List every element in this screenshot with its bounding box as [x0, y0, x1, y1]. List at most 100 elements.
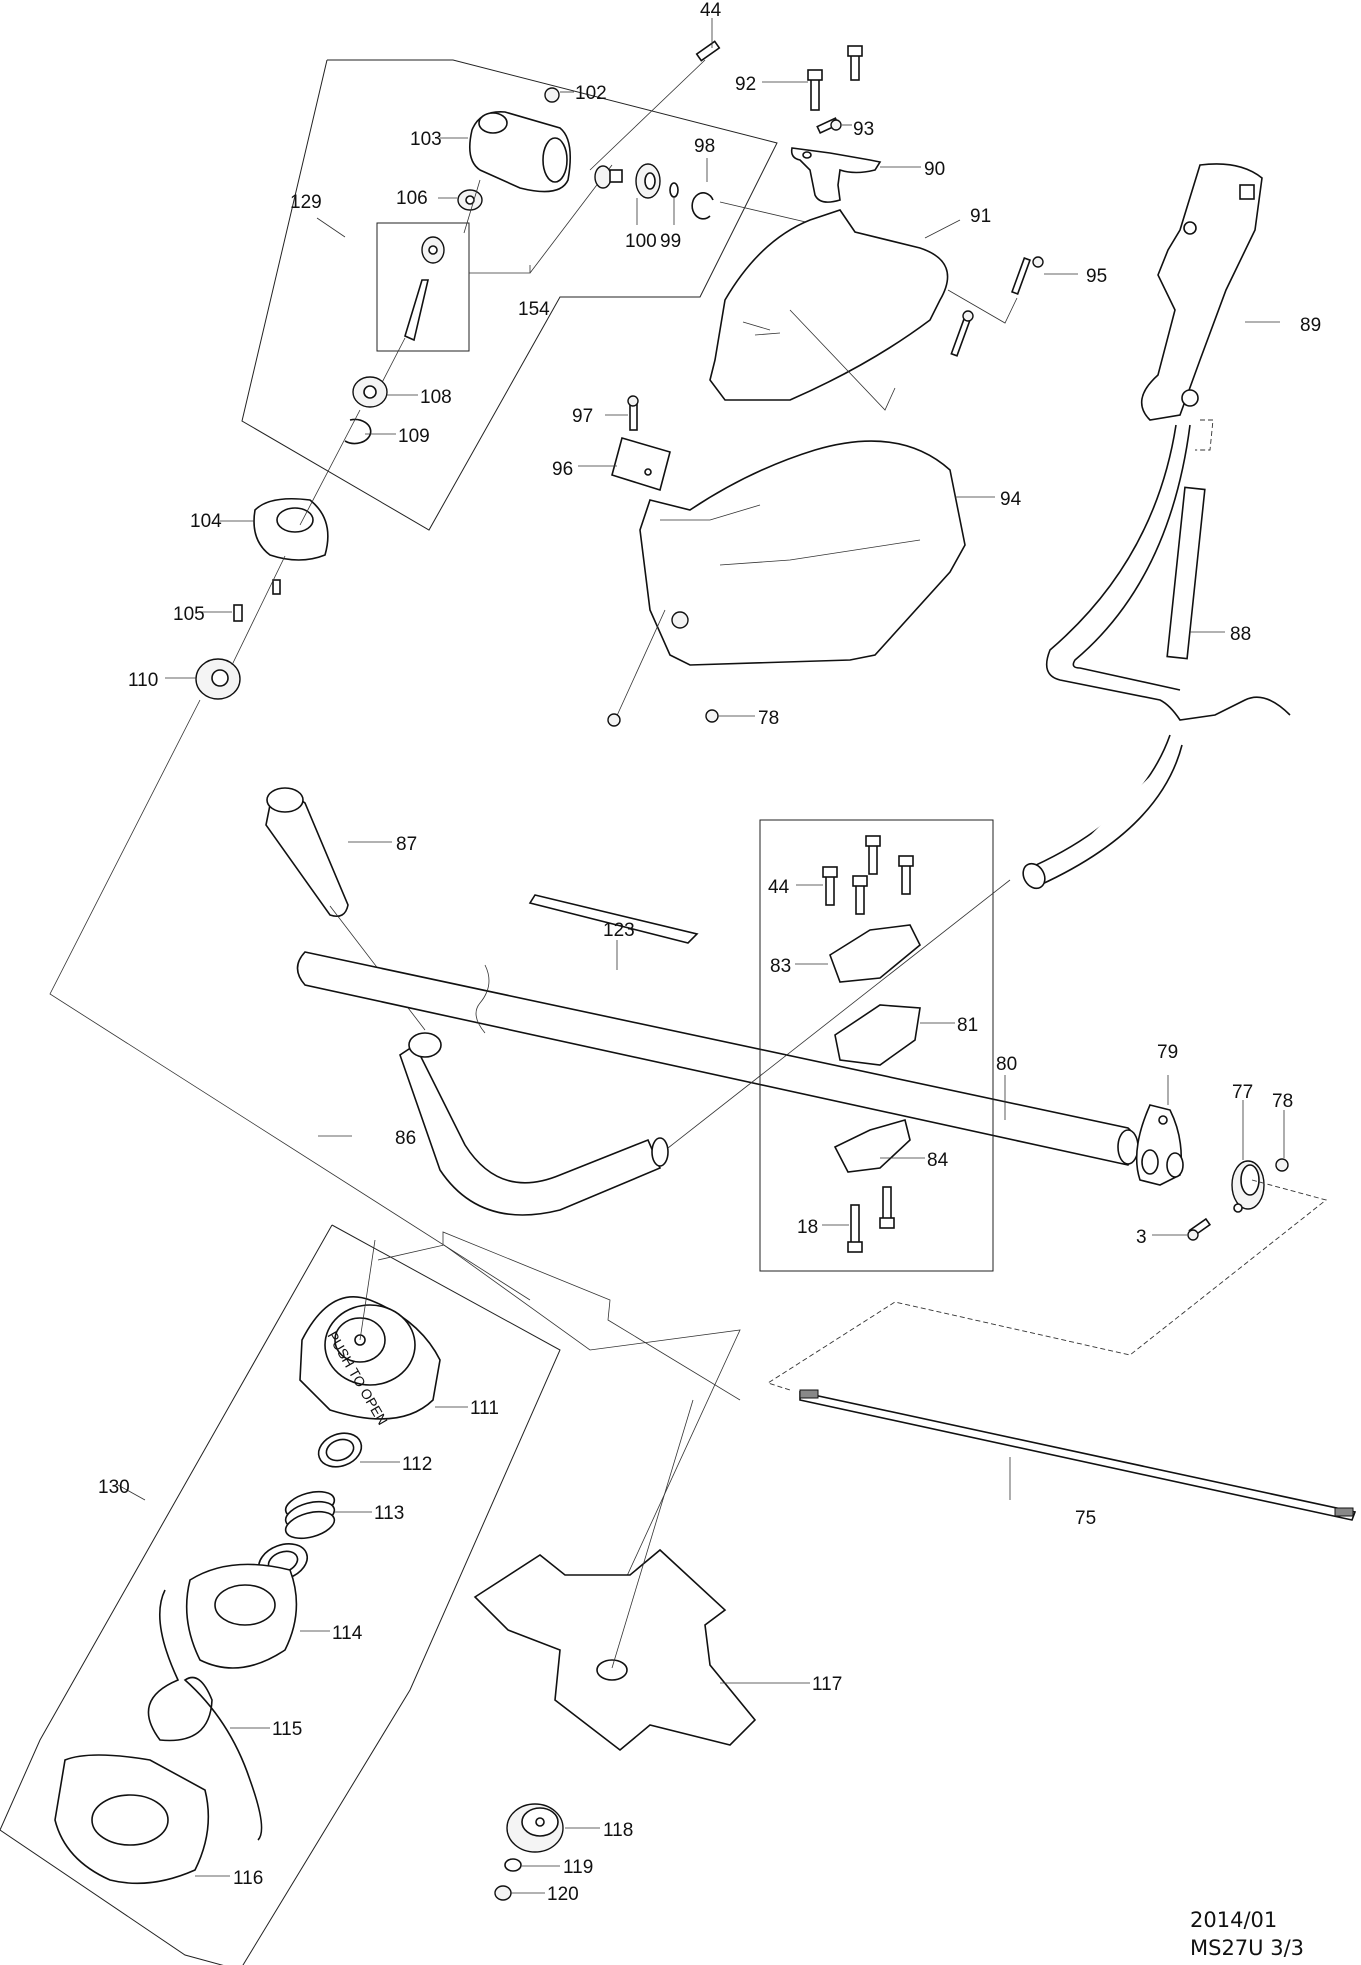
part-44-screw[interactable]	[695, 18, 721, 62]
label-78-right: 78	[1272, 1091, 1293, 1112]
part-bevel-gear[interactable]	[421, 236, 445, 264]
label-154: 154	[518, 299, 550, 320]
label-18: 18	[797, 1217, 818, 1238]
label-115: 115	[272, 1719, 302, 1740]
part-18-screw-2[interactable]	[879, 1186, 895, 1229]
label-44-top: 44	[700, 0, 722, 21]
label-92: 92	[735, 74, 756, 95]
part-115-trimmer-line[interactable]	[147, 1589, 270, 1841]
axis-line-108	[299, 409, 361, 526]
part-103-gear-housing[interactable]	[440, 111, 571, 193]
part-105-screw-second[interactable]	[272, 579, 281, 595]
label-106: 106	[396, 188, 428, 209]
part-75-drive-shaft[interactable]	[799, 1389, 1357, 1521]
part-88-loop-handle[interactable]	[1019, 419, 1291, 892]
part-81-clamp-middle[interactable]	[834, 1004, 955, 1066]
outline-shaft-connect	[766, 1179, 1327, 1391]
label-87: 87	[396, 834, 417, 855]
footer-date: 2014/01	[1190, 1908, 1278, 1932]
label-118: 118	[603, 1820, 633, 1841]
part-83-clamp-top[interactable]	[795, 924, 922, 983]
part-120-nut[interactable]	[494, 1885, 545, 1901]
label-113: 113	[374, 1503, 404, 1524]
outline-lower-left	[49, 699, 531, 1301]
part-78-nut-second[interactable]	[607, 713, 621, 727]
part-114-spool[interactable]	[185, 1563, 330, 1669]
label-120: 120	[547, 1884, 579, 1905]
label-89: 89	[1300, 315, 1321, 336]
label-96: 96	[552, 459, 573, 480]
part-94-guard-lower[interactable]	[639, 440, 995, 666]
label-103: 103	[410, 129, 442, 150]
part-104-cover[interactable]	[220, 497, 329, 561]
label-44-box: 44	[768, 877, 790, 898]
leader-130	[117, 1484, 146, 1501]
part-109-clip[interactable]	[344, 418, 396, 445]
part-96-plate[interactable]	[578, 437, 671, 492]
label-77: 77	[1232, 1082, 1253, 1103]
part-119-washer[interactable]	[504, 1858, 560, 1872]
part-92-screw[interactable]	[762, 69, 823, 111]
label-99: 99	[660, 231, 681, 252]
part-86-front-handle[interactable]	[318, 1032, 669, 1216]
part-89-throttle-handle[interactable]	[1140, 163, 1280, 421]
part-91-guard-cover[interactable]	[709, 209, 961, 401]
group-box-154	[376, 222, 470, 352]
part-98-circlip[interactable]	[691, 158, 714, 220]
part-111-spool-cap[interactable]: PUSH TO OPEN	[299, 1296, 468, 1428]
part-118-cup[interactable]	[506, 1803, 600, 1853]
label-109: 109	[398, 426, 430, 447]
part-78-nut[interactable]	[705, 709, 755, 723]
part-44-clamp-screw-4[interactable]	[898, 855, 914, 895]
label-81: 81	[957, 1015, 978, 1036]
part-102-nut[interactable]	[544, 87, 574, 103]
part-113-spring[interactable]	[283, 1487, 372, 1543]
part-123-label[interactable]	[528, 894, 699, 970]
group-outline-130	[0, 1224, 561, 1965]
part-84-clamp-bottom[interactable]	[833, 1119, 925, 1173]
label-86: 86	[395, 1128, 416, 1149]
part-116-spool-base[interactable]	[54, 1754, 230, 1885]
label-84: 84	[927, 1150, 949, 1171]
part-drive-shaft-spindle[interactable]	[318, 0, 430, 342]
part-3-screw[interactable]	[1152, 1217, 1212, 1241]
part-99-washer[interactable]	[669, 182, 679, 225]
part-93-screw[interactable]	[816, 117, 852, 135]
part-105-screw[interactable]	[198, 604, 243, 622]
label-91: 91	[970, 206, 991, 227]
part-18-screw[interactable]	[822, 1204, 863, 1253]
part-87-grip[interactable]	[265, 787, 392, 918]
label-88: 88	[1230, 624, 1251, 645]
part-pinion-gear[interactable]	[594, 165, 623, 189]
part-90-bracket[interactable]	[790, 147, 921, 203]
label-117: 117	[812, 1674, 842, 1695]
part-77-clamp-ring[interactable]	[1231, 1100, 1265, 1213]
label-105: 105	[173, 604, 205, 625]
part-106-bearing[interactable]	[438, 189, 483, 211]
leader-129	[316, 217, 346, 238]
label-119: 119	[563, 1857, 593, 1878]
part-95-screw-second[interactable]	[950, 310, 974, 357]
part-97-screw[interactable]	[605, 395, 639, 431]
leader-154	[469, 265, 531, 274]
axis-line-86	[667, 879, 1011, 1149]
part-112-washer[interactable]	[314, 1427, 400, 1472]
part-44-clamp-screw[interactable]	[796, 866, 838, 906]
part-110-washer[interactable]	[165, 658, 241, 700]
part-117-blade[interactable]	[473, 1548, 810, 1752]
axis-line-104	[231, 555, 286, 666]
part-79-clamp-bracket[interactable]	[1135, 1075, 1184, 1186]
part-44-clamp-screw-3[interactable]	[865, 835, 881, 875]
leader-95b	[789, 309, 896, 411]
label-79: 79	[1157, 1042, 1178, 1063]
axis-line-blade	[611, 1399, 694, 1669]
label-111: 111	[470, 1398, 499, 1419]
part-95-screw[interactable]	[1010, 256, 1078, 295]
part-100-bearing[interactable]	[635, 163, 661, 225]
part-108-bearing[interactable]	[352, 376, 418, 408]
part-78-nut-right[interactable]	[1275, 1110, 1289, 1172]
label-75: 75	[1075, 1508, 1096, 1529]
part-92-screw-second[interactable]	[847, 45, 863, 81]
part-44-clamp-screw-2[interactable]	[852, 875, 868, 915]
